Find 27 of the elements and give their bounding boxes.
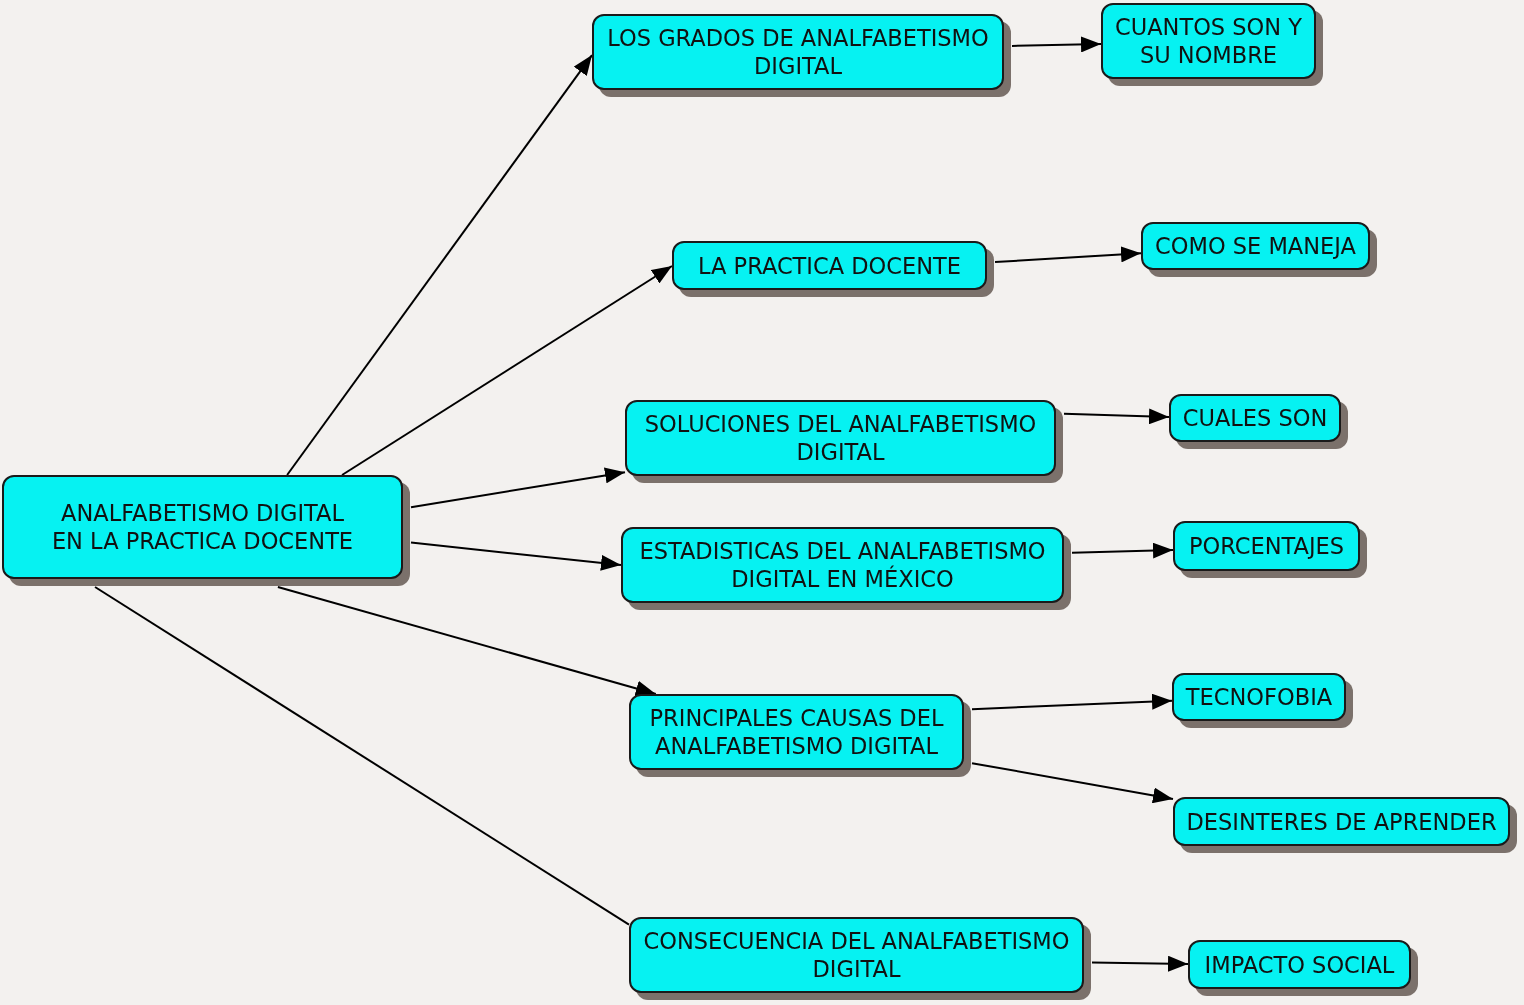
concept-label: SOLUCIONES DEL ANALFABETISMO DIGITAL (643, 410, 1038, 466)
arrow (341, 265, 673, 476)
arrow (971, 762, 1174, 804)
concept-label: PRINCIPALES CAUSAS DEL ANALFABETISMO DIGITAL (648, 704, 945, 760)
arrow (276, 586, 657, 697)
arrow (971, 693, 1173, 711)
concept-label: CUANTOS SON Y SU NOMBRE (1114, 13, 1303, 69)
concept-label: COMO SE MANEJA (1155, 232, 1356, 260)
arrow (1063, 408, 1170, 425)
arrow (994, 246, 1142, 264)
concept-label: PORCENTAJES (1188, 532, 1345, 560)
concept-label: DESINTERES DE APRENDER (1186, 807, 1497, 836)
concept-label: CUALES SON (1182, 404, 1328, 432)
arrow (410, 467, 626, 509)
arrow (1071, 542, 1174, 559)
concept-label: LOS GRADOS DE ANALFABETISMO DIGITAL (606, 24, 990, 80)
concept-label: TECNOFOBIA (1185, 683, 1333, 711)
concept-label: LA PRACTICA DOCENTE (698, 251, 961, 280)
arrow (410, 541, 622, 571)
concept-label: CONSECUENCIA DEL ANALFABETISMO DIGITAL (642, 927, 1071, 983)
concept-label: ESTADISTICAS DEL ANALFABETISMO DIGITAL EN MÉXICO (638, 537, 1047, 593)
arrow (1011, 36, 1102, 53)
arrow (1091, 955, 1189, 972)
connector-line (94, 586, 630, 926)
concept-label: IMPACTO SOCIAL (1204, 950, 1395, 979)
arrow (286, 54, 593, 476)
concept-label: ANALFABETISMO DIGITAL EN LA PRACTICA DOCENTE (50, 499, 355, 555)
